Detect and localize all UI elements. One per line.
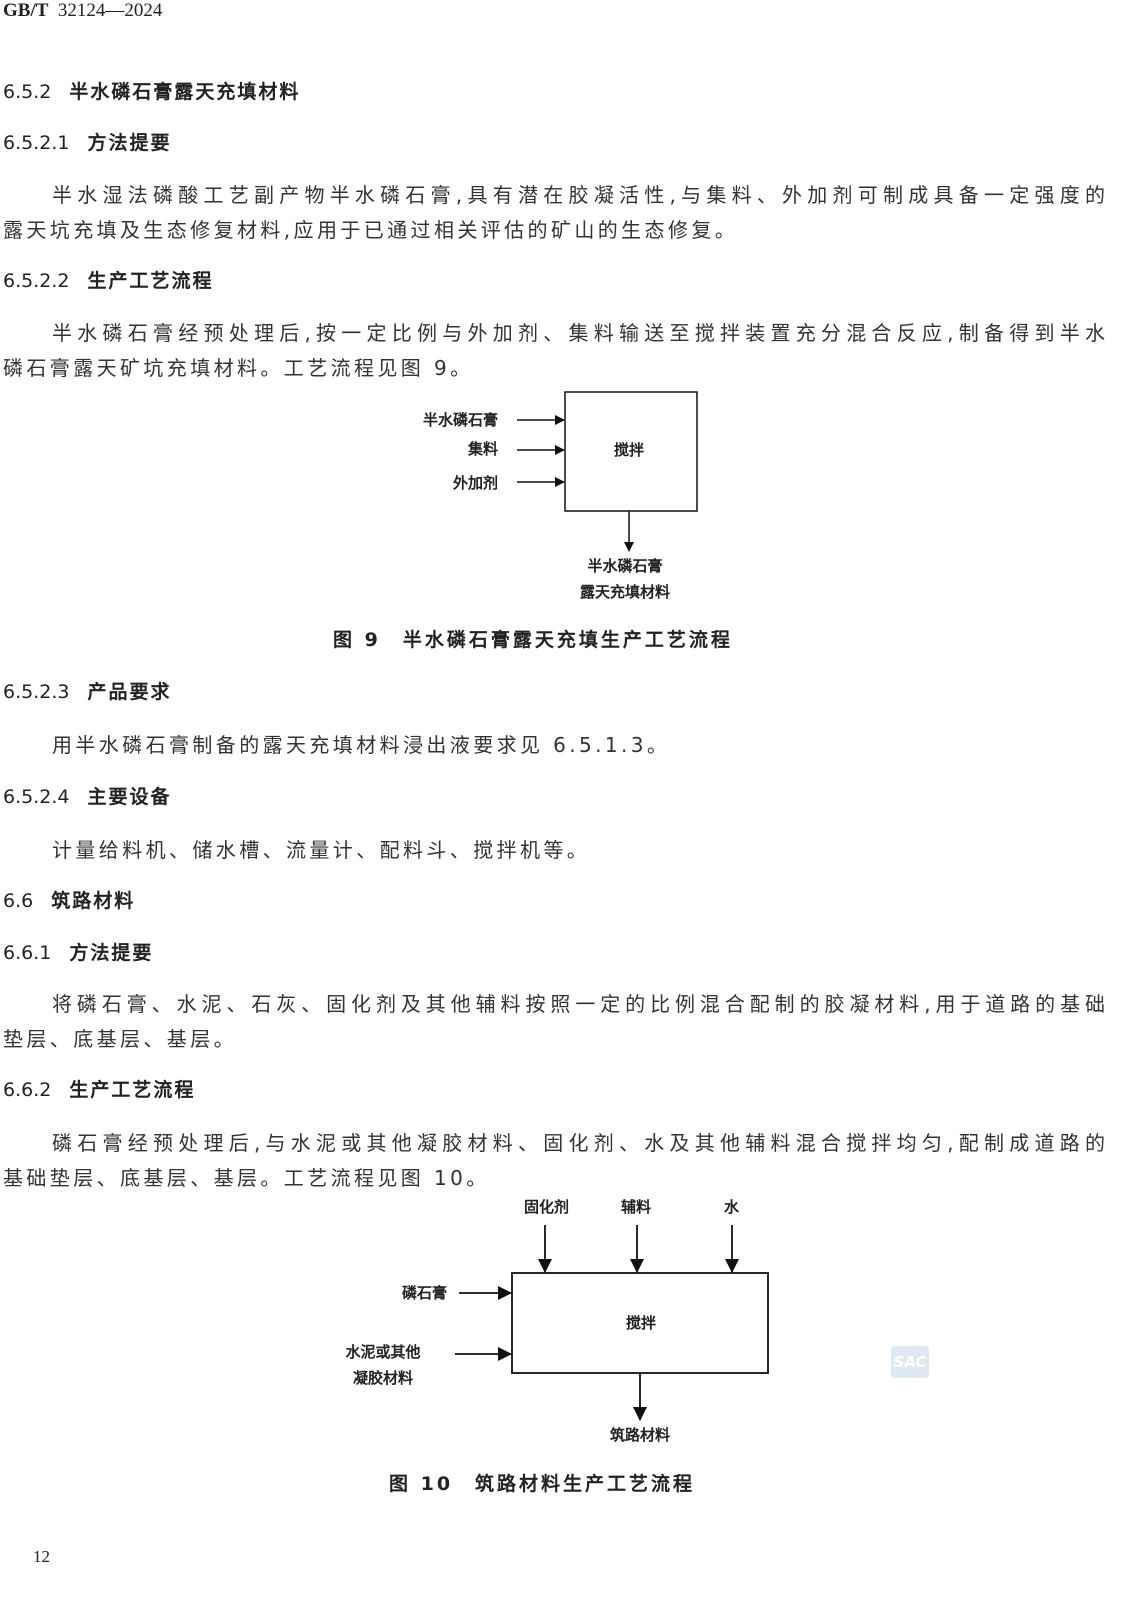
heading-number: 6.6 [3,890,34,912]
heading-title: 筑路材料 [51,890,136,912]
paragraph-line: 半水磷石膏经预处理后,按一定比例与外加剂、集料输送至搅拌装置充分混合反应,制备得… [52,321,1105,345]
std-prefix: GB/T [3,0,49,21]
standard-header: GB/T 32124—2024 [3,0,162,22]
mixing-box [564,391,698,512]
fig10-left-input-label: 磷石膏 [401,1284,447,1302]
fig9-input-label: 集料 [467,440,498,458]
page-number: 12 [33,1547,50,1566]
heading-title: 生产工艺流程 [69,1079,196,1101]
fig9-process-label: 搅拌 [614,441,645,459]
fig10-left-input-label: 凝胶材料 [352,1369,413,1387]
figure10-caption: 图 10 筑路材料生产工艺流程 [389,1473,696,1495]
paragraph-line: 垫层、底基层、基层。 [3,1027,237,1051]
sac-watermark-logo: SAC [891,1346,929,1378]
fig9-output-label: 半水磷石膏 [587,557,663,575]
paragraph-line: 将磷石膏、水泥、石灰、固化剂及其他辅料按照一定的比例混合配制的胶凝材料,用于道路… [52,992,1105,1016]
heading-6-5-2: 6.5.2 半水磷石膏露天充填材料 [3,80,300,104]
fig10-process-label: 搅拌 [626,1314,657,1332]
heading-6-6-1: 6.6.1 方法提要 [3,941,153,965]
paragraph-line: 磷石膏经预处理后,与水泥或其他凝胶材料、固化剂、水及其他辅料混合搅拌均匀,配制成… [52,1131,1105,1155]
heading-number: 6.5.2.4 [3,786,70,808]
heading-title: 半水磷石膏露天充填材料 [69,81,301,103]
heading-number: 6.5.2.1 [3,132,70,154]
heading-number: 6.6.2 [3,1079,52,1101]
paragraph-line: 用半水磷石膏制备的露天充填材料浸出液要求见 6.5.1.3。 [52,733,671,757]
fig10-output-label: 筑路材料 [610,1426,671,1444]
heading-number: 6.6.1 [3,942,52,964]
fig10-top-input-label: 固化剂 [524,1198,570,1216]
fig10-top-input-label: 水 [724,1198,740,1216]
paragraph-line: 基础垫层、底基层、基层。工艺流程见图 10。 [3,1166,490,1190]
paragraph-line: 磷石膏露天矿坑充填材料。工艺流程见图 9。 [3,356,474,380]
heading-6-5-2-4: 6.5.2.4 主要设备 [3,785,172,809]
heading-6-5-2-1: 6.5.2.1 方法提要 [3,131,172,155]
std-number: 32124—2024 [57,0,163,21]
paragraph-line: 计量给料机、储水槽、流量计、配料斗、搅拌机等。 [52,838,591,862]
heading-6-6: 6.6 筑路材料 [3,889,135,913]
fig9-output-label: 露天充填材料 [579,583,670,601]
figure9-caption: 图 9 半水磷石膏露天充填生产工艺流程 [333,629,733,651]
fig9-input-label: 外加剂 [452,474,498,492]
paragraph-line: 半水湿法磷酸工艺副产物半水磷石膏,具有潜在胶凝活性,与集料、外加剂可制成具备一定… [52,183,1105,207]
paragraph-line: 露天坑充填及生态修复材料,应用于已通过相关评估的矿山的生态修复。 [3,218,739,242]
heading-title: 生产工艺流程 [87,270,214,292]
heading-title: 方法提要 [87,132,172,154]
heading-6-5-2-2: 6.5.2.2 生产工艺流程 [3,269,214,293]
figure9-diagram [517,391,698,552]
heading-title: 主要设备 [87,786,172,808]
heading-6-5-2-3: 6.5.2.3 产品要求 [3,680,172,704]
heading-number: 6.5.2 [3,81,52,103]
heading-6-6-2: 6.6.2 生产工艺流程 [3,1078,195,1102]
heading-number: 6.5.2.3 [3,681,70,703]
figure10-diagram [455,1225,769,1421]
heading-title: 方法提要 [69,942,154,964]
heading-title: 产品要求 [87,681,172,703]
fig10-top-input-label: 辅料 [621,1198,652,1216]
heading-number: 6.5.2.2 [3,270,70,292]
fig10-left-input-label: 水泥或其他 [345,1343,421,1361]
fig9-input-label: 半水磷石膏 [422,411,498,429]
